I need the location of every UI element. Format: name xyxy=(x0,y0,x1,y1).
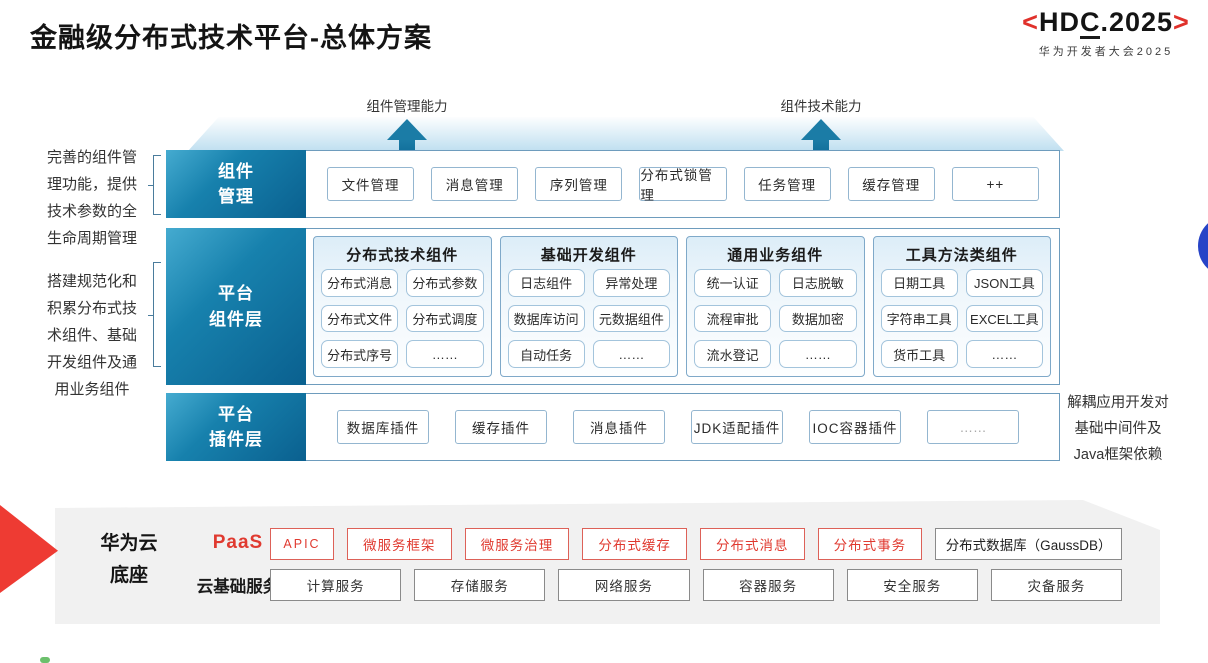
mgmt-item: 分布式锁管理 xyxy=(639,167,727,203)
cloud-service: 存储服务 xyxy=(414,569,546,601)
hdc-logo-text: <HDC.2025> xyxy=(1008,7,1204,39)
arrow-label: 组件管理能力 xyxy=(366,99,448,114)
component-item: 流水登记 xyxy=(694,340,772,368)
platform-plugin-layer: 平台 插件层 数据库插件 缓存插件 消息插件 JDK适配插件 IOC容器插件 …… xyxy=(166,393,1060,461)
plugin-item: 数据库插件 xyxy=(337,410,429,444)
component-item: 数据加密 xyxy=(779,304,857,333)
logo-right-angle-icon: > xyxy=(1173,7,1190,37)
cloud-service: 计算服务 xyxy=(270,569,402,601)
paas-label: PaaS xyxy=(212,532,264,553)
component-item-more: …… xyxy=(406,340,484,368)
component-mgmt-layer: 组件 管理 文件管理 消息管理 序列管理 分布式锁管理 任务管理 缓存管理 ++ xyxy=(166,150,1060,218)
component-item: 数据库访问 xyxy=(507,304,585,333)
component-item: EXCEL工具 xyxy=(965,304,1043,333)
paas-service: 微服务框架 xyxy=(347,528,452,560)
column-distributed-tech: 分布式技术组件 分布式消息 分布式参数 分布式文件 分布式调度 分布式序号 …… xyxy=(313,236,492,377)
cloud-services-label: 云基础服务 xyxy=(196,578,280,596)
glow-band xyxy=(188,117,1064,151)
note-left-bottom: 搭建规范化和 积累分布式技 术组件、基础 开发组件及通 用业务组件 xyxy=(46,273,137,398)
column-header: 基础开发组件 xyxy=(540,246,637,264)
paas-services-row: APIC 微服务框架 微服务治理 分布式缓存 分布式消息 分布式事务 分布式数据… xyxy=(270,528,1122,560)
capability-arrow-left: 组件管理能力 xyxy=(342,95,472,155)
component-item: 货币工具 xyxy=(880,340,958,368)
platform-component-layer: 平台 组件层 分布式技术组件 分布式消息 分布式参数 分布式文件 分布式调度 分… xyxy=(166,228,1060,385)
paas-service: 分布式缓存 xyxy=(582,528,687,560)
mgmt-item-plus: ++ xyxy=(951,167,1039,201)
cloud-service: 容器服务 xyxy=(702,569,834,601)
hdc-logo: <HDC.2025> 华为开发者大会2025 xyxy=(1008,7,1204,59)
component-mgmt-items: 文件管理 消息管理 序列管理 分布式锁管理 任务管理 缓存管理 ++ xyxy=(305,151,1059,217)
plugin-item: JDK适配插件 xyxy=(691,410,783,444)
blue-circle-decoration xyxy=(1198,215,1208,277)
logo-subtitle: 华为开发者大会2025 xyxy=(1038,45,1174,58)
paas-service: 微服务治理 xyxy=(464,528,570,560)
component-item: 分布式文件 xyxy=(321,304,399,333)
paas-service: APIC xyxy=(270,528,334,560)
component-item: 分布式调度 xyxy=(406,304,484,333)
layer-label: 组件 管理 xyxy=(166,150,306,218)
component-item: 日志脱敏 xyxy=(779,269,857,297)
huawei-cloud-foundation: 华为云 底座 PaaS 云基础服务 APIC 微服务框架 微服务治理 分布式缓存… xyxy=(55,500,1160,624)
component-item-more: …… xyxy=(779,340,857,368)
foundation-label: 华为云 底座 xyxy=(100,533,158,587)
component-item: 元数据组件 xyxy=(592,304,670,333)
column-tool-methods: 工具方法类组件 日期工具 JSON工具 字符串工具 EXCEL工具 货币工具 …… xyxy=(872,236,1051,377)
column-basic-dev: 基础开发组件 日志组件 异常处理 数据库访问 元数据组件 自动任务 …… xyxy=(499,236,678,377)
logo-hd: HD xyxy=(1038,7,1080,37)
layer-label: 平台 插件层 xyxy=(166,393,306,461)
component-columns: 分布式技术组件 分布式消息 分布式参数 分布式文件 分布式调度 分布式序号 ……… xyxy=(305,229,1059,384)
page-title: 金融级分布式技术平台-总体方案 xyxy=(30,23,432,53)
mgmt-item: 任务管理 xyxy=(743,167,831,201)
bracket-left-row1 xyxy=(148,155,161,215)
component-item: 字符串工具 xyxy=(880,304,958,333)
plugin-items: 数据库插件 缓存插件 消息插件 JDK适配插件 IOC容器插件 …… xyxy=(305,394,1059,460)
paas-service: 分布式消息 xyxy=(699,528,805,560)
note-right: 解耦应用开发对 基础中间件及 Java框架依赖 xyxy=(1067,395,1169,464)
component-item: 异常处理 xyxy=(592,269,670,297)
cloud-service: 网络服务 xyxy=(558,569,690,601)
column-header: 工具方法类组件 xyxy=(905,246,1018,264)
component-item: 分布式序号 xyxy=(321,340,399,368)
paas-service-gaussdb: 分布式数据库（GaussDB） xyxy=(935,528,1122,560)
red-arrow-icon xyxy=(0,505,58,593)
note-left-top: 完善的组件管 理功能，提供 技术参数的全 生命周期管理 xyxy=(46,149,137,247)
component-item: 日志组件 xyxy=(507,269,585,297)
paas-service: 分布式事务 xyxy=(817,528,923,560)
component-item-more: …… xyxy=(965,340,1043,368)
component-item: 日期工具 xyxy=(880,269,958,297)
logo-c-underlined: C xyxy=(1079,7,1101,39)
column-header: 分布式技术组件 xyxy=(346,246,459,264)
plugin-item: IOC容器插件 xyxy=(809,410,901,444)
mgmt-item: 序列管理 xyxy=(535,167,623,201)
green-mark-decoration xyxy=(40,657,50,663)
cloud-service: 安全服务 xyxy=(846,569,978,601)
mgmt-item: 消息管理 xyxy=(431,167,519,201)
component-item: 流程审批 xyxy=(694,304,772,333)
component-item: 分布式消息 xyxy=(321,269,399,297)
component-item: JSON工具 xyxy=(965,269,1043,297)
bracket-left-row2 xyxy=(148,262,161,367)
logo-year: .2025 xyxy=(1100,7,1174,37)
plugin-item: 缓存插件 xyxy=(455,410,547,444)
plugin-item-more: …… xyxy=(927,410,1019,444)
cloud-service: 灾备服务 xyxy=(990,569,1123,601)
layer-label: 平台 组件层 xyxy=(166,228,306,385)
arrow-label: 组件技术能力 xyxy=(780,99,862,114)
mgmt-item: 文件管理 xyxy=(327,167,415,201)
component-item: 分布式参数 xyxy=(406,269,484,297)
column-header: 通用业务组件 xyxy=(727,246,824,264)
component-item: 统一认证 xyxy=(694,269,772,297)
logo-left-angle-icon: < xyxy=(1022,7,1039,37)
column-common-business: 通用业务组件 统一认证 日志脱敏 流程审批 数据加密 流水登记 …… xyxy=(686,236,865,377)
plugin-item: 消息插件 xyxy=(573,410,665,444)
cloud-basic-services-row: 计算服务 存储服务 网络服务 容器服务 安全服务 灾备服务 xyxy=(270,569,1123,601)
component-item-more: …… xyxy=(592,340,670,368)
component-item: 自动任务 xyxy=(507,340,585,368)
capability-arrow-right: 组件技术能力 xyxy=(756,95,886,155)
mgmt-item: 缓存管理 xyxy=(847,167,935,201)
